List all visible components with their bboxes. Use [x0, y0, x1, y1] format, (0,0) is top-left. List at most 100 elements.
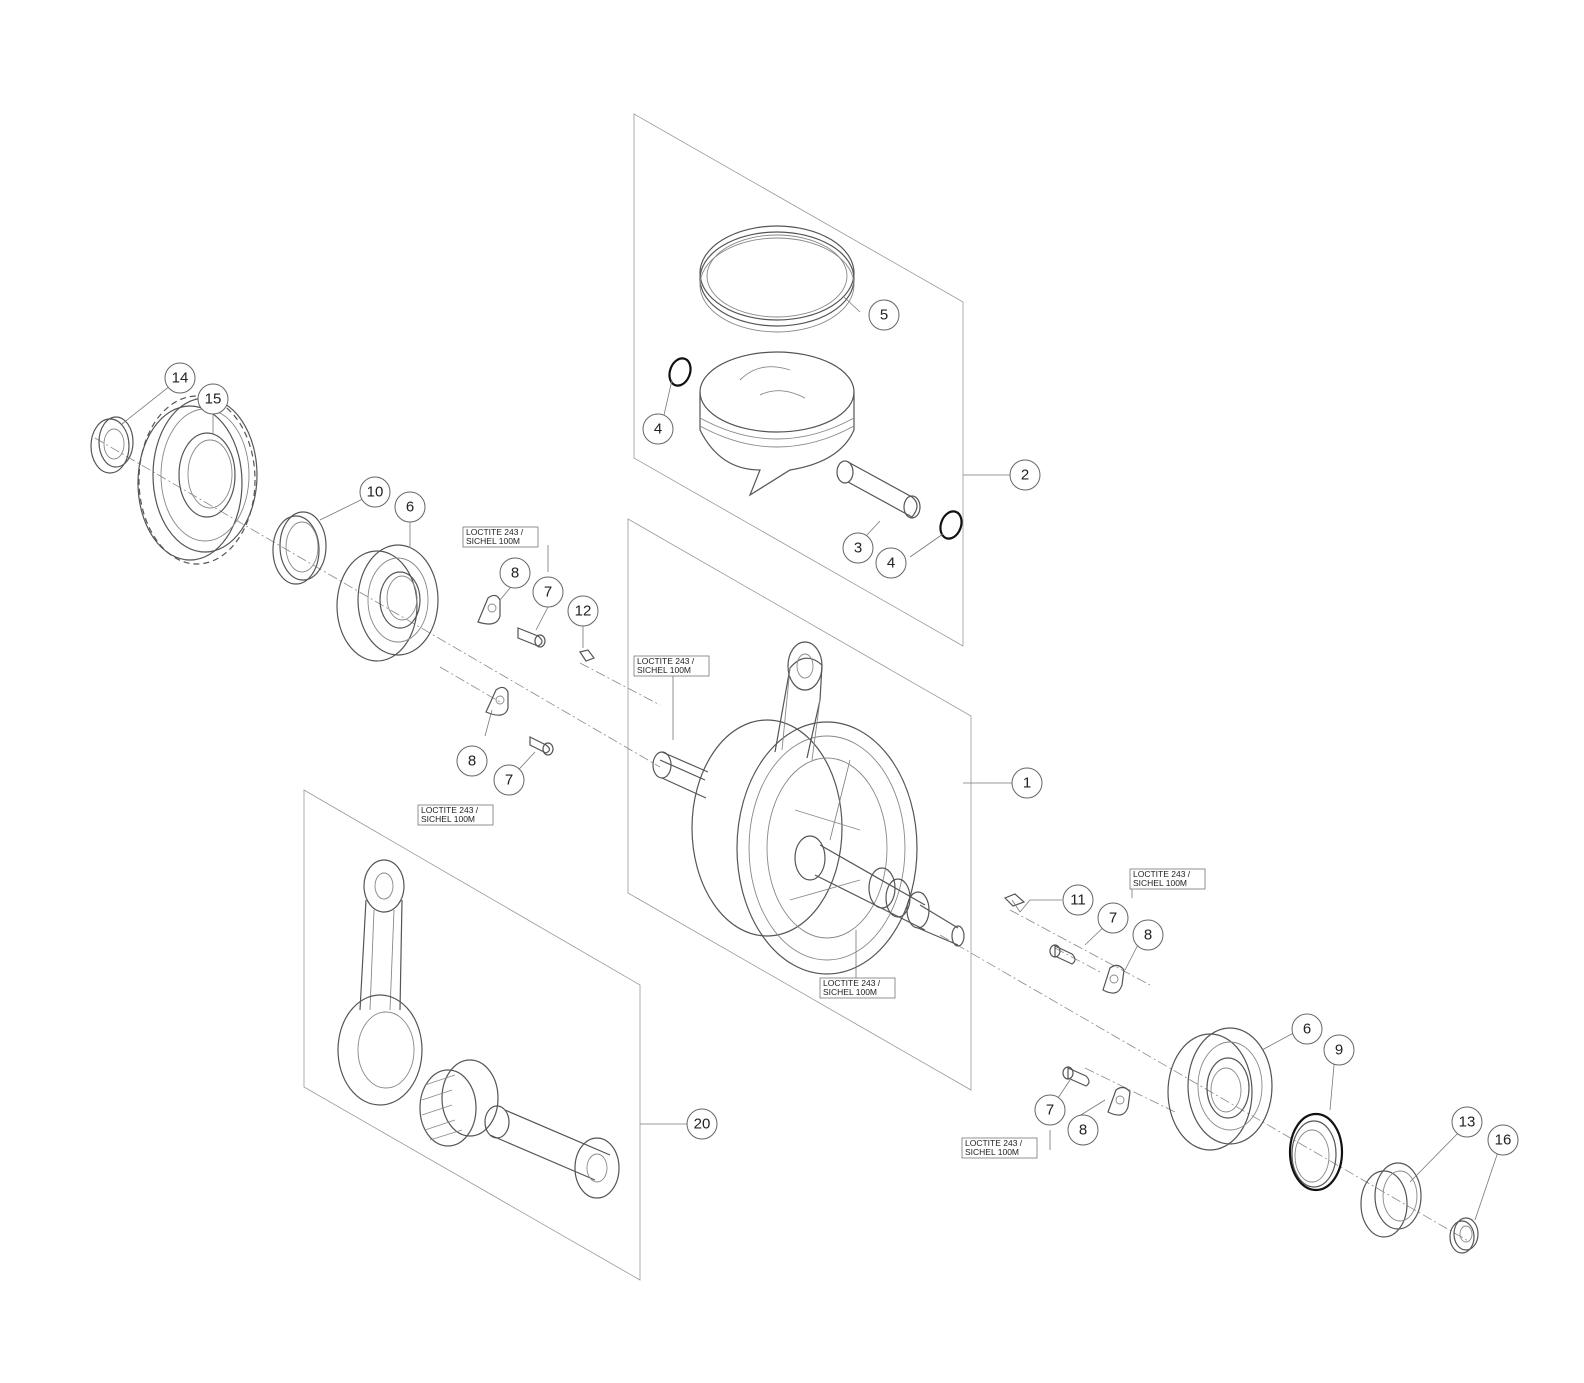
callout-6-left: 6 [394, 491, 426, 523]
callout-7-lower-left: 7 [493, 764, 525, 796]
svg-text:11: 11 [1070, 892, 1086, 909]
svg-text:2: 2 [1021, 467, 1029, 484]
needle-bearing [419, 1059, 499, 1147]
piston [699, 351, 855, 497]
piston-pin-clip-left [668, 357, 692, 387]
svg-text:LOCTITE 243 /: LOCTITE 243 / [823, 978, 881, 988]
loctite-note-right-lower: LOCTITE 243 / SICHEL 100M [961, 1137, 1038, 1159]
crankshaft [652, 641, 965, 975]
sleeve-13 [1360, 1162, 1422, 1238]
svg-text:SICHEL 100M: SICHEL 100M [466, 536, 520, 546]
callout-7-upper-left: 7 [532, 576, 564, 608]
callout-5: 5 [868, 299, 900, 331]
svg-text:LOCTITE 243 /: LOCTITE 243 / [421, 805, 479, 815]
piston-pin [836, 460, 921, 519]
svg-text:1: 1 [1023, 775, 1031, 792]
loctite-note-crankshaft-bottom: LOCTITE 243 / SICHEL 100M [819, 977, 896, 999]
callout-4-lower: 4 [875, 547, 907, 579]
callout-6-right: 6 [1291, 1013, 1323, 1045]
screw-7-upper [517, 627, 546, 648]
lock-plate-8-lower [485, 686, 509, 716]
connecting-rod-group-box [303, 789, 641, 1281]
callout-8-lower-left: 8 [456, 745, 488, 777]
bearing-6-left [336, 544, 439, 662]
lock-plate-8-right-upper [1102, 964, 1125, 994]
svg-text:8: 8 [468, 753, 476, 770]
lock-plate-8-right-lower [1107, 1086, 1131, 1116]
svg-text:8: 8 [511, 565, 519, 582]
key-12 [579, 649, 595, 662]
callout-7-right-upper: 7 [1097, 902, 1129, 934]
callout-11: 11 [1062, 884, 1094, 916]
loctite-note-right-upper: LOCTITE 243 / SICHEL 100M [1129, 868, 1206, 890]
key-11 [1003, 893, 1026, 907]
svg-text:SICHEL 100M: SICHEL 100M [823, 987, 877, 997]
svg-text:20: 20 [694, 1116, 711, 1133]
loctite-note-lower-left: LOCTITE 243 / SICHEL 100M [417, 804, 494, 826]
callout-10: 10 [359, 476, 391, 508]
callout-16: 16 [1487, 1124, 1519, 1156]
svg-text:15: 15 [205, 391, 222, 408]
svg-text:7: 7 [505, 772, 513, 789]
callout-8-right-upper: 8 [1132, 919, 1164, 951]
svg-text:6: 6 [406, 499, 414, 516]
lock-plate-8-upper [477, 594, 501, 625]
callout-1: 1 [1011, 767, 1043, 799]
callout-8-upper-left: 8 [499, 557, 531, 589]
loctite-note-upper-left: LOCTITE 243 / SICHEL 100M [462, 526, 539, 548]
connecting-rod [337, 859, 423, 1106]
screw-7-right-upper [1049, 944, 1076, 965]
svg-text:13: 13 [1459, 1114, 1476, 1131]
svg-text:LOCTITE 243 /: LOCTITE 243 / [466, 527, 524, 537]
crankshaft-group-box [627, 518, 972, 1091]
seal-ring-10 [272, 511, 327, 585]
screw-7-right-lower [1062, 1066, 1090, 1087]
piston-group-box [633, 113, 964, 647]
seal-ring-14 [90, 416, 134, 474]
svg-text:LOCTITE 243 /: LOCTITE 243 / [965, 1138, 1023, 1148]
svg-text:9: 9 [1335, 1042, 1343, 1059]
callout-9: 9 [1323, 1034, 1355, 1066]
callout-12: 12 [567, 595, 599, 627]
screw-7-lower [529, 736, 554, 756]
svg-text:3: 3 [854, 540, 862, 557]
leader-lines [121, 295, 1501, 1221]
svg-text:14: 14 [172, 370, 189, 387]
svg-text:12: 12 [575, 603, 592, 620]
callout-15: 15 [197, 383, 229, 415]
svg-text:7: 7 [1109, 910, 1117, 927]
svg-text:4: 4 [654, 421, 662, 438]
svg-text:10: 10 [367, 484, 384, 501]
callout-20: 20 [686, 1108, 718, 1140]
svg-text:SICHEL 100M: SICHEL 100M [1133, 878, 1187, 888]
bearing-6-right [1167, 1027, 1273, 1151]
loctite-note-crankshaft-top: LOCTITE 243 / SICHEL 100M [633, 655, 710, 677]
piston-rings [699, 225, 855, 333]
callout-13: 13 [1451, 1106, 1483, 1138]
callout-7-right-lower: 7 [1034, 1094, 1066, 1126]
svg-text:8: 8 [1144, 927, 1152, 944]
svg-text:4: 4 [887, 555, 895, 572]
seal-ring-9 [1288, 1112, 1344, 1192]
svg-text:SICHEL 100M: SICHEL 100M [965, 1147, 1019, 1157]
callout-3: 3 [842, 532, 874, 564]
svg-text:7: 7 [1046, 1102, 1054, 1119]
assembly-axis [94, 437, 1471, 1243]
callout-8-right-lower: 8 [1067, 1114, 1099, 1146]
nut-16 [1449, 1217, 1479, 1254]
callout-14: 14 [164, 362, 196, 394]
piston-pin-clip-right [939, 510, 963, 540]
svg-text:SICHEL 100M: SICHEL 100M [637, 665, 691, 675]
callout-4-upper: 4 [642, 413, 674, 445]
svg-text:6: 6 [1303, 1021, 1311, 1038]
crank-pin [484, 1105, 620, 1199]
callout-2: 2 [1009, 459, 1041, 491]
svg-text:LOCTITE 243 /: LOCTITE 243 / [1133, 869, 1191, 879]
svg-text:LOCTITE 243 /: LOCTITE 243 / [637, 656, 695, 666]
svg-text:16: 16 [1495, 1132, 1512, 1149]
gear-15 [137, 395, 258, 565]
svg-text:7: 7 [544, 584, 552, 601]
svg-text:5: 5 [880, 307, 888, 324]
svg-text:SICHEL 100M: SICHEL 100M [421, 814, 475, 824]
